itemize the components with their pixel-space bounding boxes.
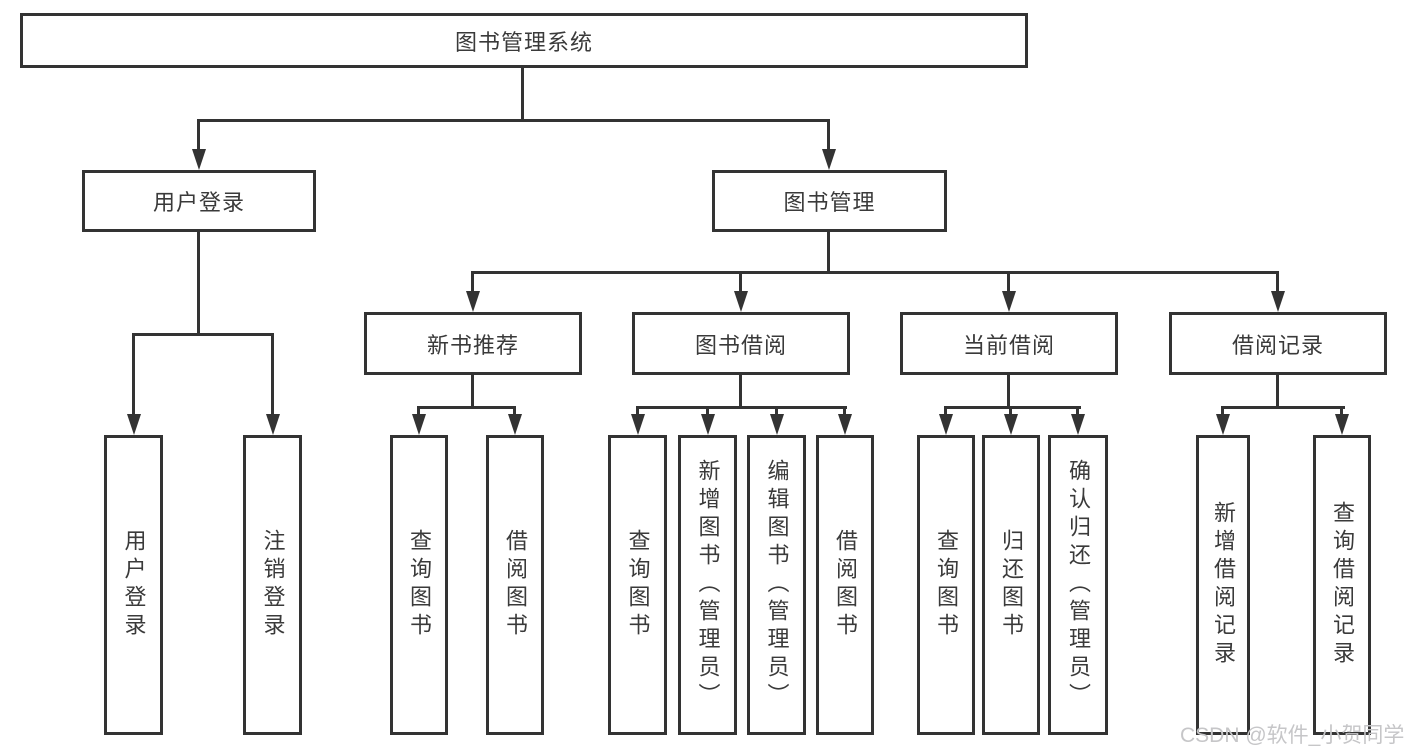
leaf-user-login: 用户登录 [104, 435, 163, 735]
leaf-confirm-return-admin: 确认归还（管理员） [1048, 435, 1108, 735]
leaf-label: 新增借阅记录 [1211, 501, 1236, 669]
connector-line [944, 406, 1081, 409]
connector-line [417, 406, 516, 409]
leaf-label: 查询图书 [625, 529, 651, 641]
connector-line [1007, 375, 1010, 408]
connector-line [775, 406, 778, 416]
connector-line [1221, 406, 1345, 409]
leaf-label: 用户登录 [121, 529, 147, 641]
arrowhead-down-icon [734, 291, 748, 312]
connector-line [417, 406, 420, 416]
leaf-return-books: 归还图书 [982, 435, 1040, 735]
node-new-book-recommend: 新书推荐 [364, 312, 582, 375]
leaf-query-books-2: 查询图书 [608, 435, 667, 735]
connector-line [513, 406, 516, 416]
connector-line [944, 406, 947, 416]
node-root: 图书管理系统 [20, 13, 1028, 68]
leaf-query-borrow-record: 查询借阅记录 [1313, 435, 1371, 735]
connector-line [739, 375, 742, 408]
node-current-borrow: 当前借阅 [900, 312, 1118, 375]
connector-line [132, 333, 135, 415]
connector-line [1276, 375, 1279, 408]
arrowhead-down-icon [822, 149, 836, 170]
arrowhead-down-icon [939, 414, 953, 435]
arrowhead-down-icon [1004, 414, 1018, 435]
connector-line [521, 68, 524, 122]
connector-line [1276, 271, 1279, 293]
connector-line [843, 406, 846, 416]
connector-line [132, 333, 274, 336]
node-user-login: 用户登录 [82, 170, 316, 232]
connector-line [827, 232, 830, 273]
connector-line [706, 406, 709, 416]
arrowhead-down-icon [508, 414, 522, 435]
arrowhead-down-icon [1271, 291, 1285, 312]
leaf-query-books-3: 查询图书 [917, 435, 975, 735]
arrowhead-down-icon [1216, 414, 1230, 435]
connector-line [636, 406, 639, 416]
leaf-edit-book-admin: 编辑图书（管理员） [747, 435, 806, 735]
connector-line [271, 333, 274, 415]
leaf-label: 确认归还（管理员） [1066, 459, 1091, 711]
arrowhead-down-icon [838, 414, 852, 435]
connector-line [471, 271, 474, 293]
connector-line [1009, 406, 1012, 416]
arrowhead-down-icon [770, 414, 784, 435]
connector-line [827, 119, 830, 150]
arrowhead-down-icon [631, 414, 645, 435]
arrowhead-down-icon [701, 414, 715, 435]
connector-line [1221, 406, 1224, 416]
arrowhead-down-icon [192, 149, 206, 170]
node-book-borrow: 图书借阅 [632, 312, 850, 375]
leaf-label: 查询借阅记录 [1330, 501, 1355, 669]
arrowhead-down-icon [1002, 291, 1016, 312]
arrowhead-down-icon [466, 291, 480, 312]
leaf-borrow-books-2: 借阅图书 [816, 435, 874, 735]
node-borrow-records: 借阅记录 [1169, 312, 1387, 375]
connector-line [739, 271, 742, 293]
leaf-label: 归还图书 [999, 529, 1024, 641]
node-book-management: 图书管理 [712, 170, 947, 232]
leaf-label: 借阅图书 [503, 529, 528, 641]
connector-line [197, 232, 200, 335]
connector-line [471, 271, 1279, 274]
csdn-watermark: CSDN @软件_小贺同学 [1180, 724, 1405, 747]
arrowhead-down-icon [412, 414, 426, 435]
leaf-borrow-books-1: 借阅图书 [486, 435, 544, 735]
connector-line [1076, 406, 1079, 416]
leaf-logout: 注销登录 [243, 435, 302, 735]
leaf-query-books-1: 查询图书 [390, 435, 448, 735]
leaf-label: 注销登录 [260, 529, 286, 641]
connector-line [636, 406, 847, 409]
leaf-label: 查询图书 [934, 529, 959, 641]
arrowhead-down-icon [1071, 414, 1085, 435]
connector-line [197, 119, 200, 150]
leaf-label: 编辑图书（管理员） [764, 459, 790, 711]
leaf-label: 借阅图书 [833, 529, 858, 641]
arrowhead-down-icon [127, 414, 141, 435]
leaf-label: 新增图书（管理员） [695, 459, 721, 711]
leaf-label: 查询图书 [407, 529, 432, 641]
arrowhead-down-icon [1335, 414, 1349, 435]
leaf-add-borrow-record: 新增借阅记录 [1196, 435, 1250, 735]
connector-line [1007, 271, 1010, 293]
connector-line [471, 375, 474, 408]
arrowhead-down-icon [266, 414, 280, 435]
connector-line [1340, 406, 1343, 416]
leaf-add-book-admin: 新增图书（管理员） [678, 435, 737, 735]
connector-line [197, 119, 830, 122]
